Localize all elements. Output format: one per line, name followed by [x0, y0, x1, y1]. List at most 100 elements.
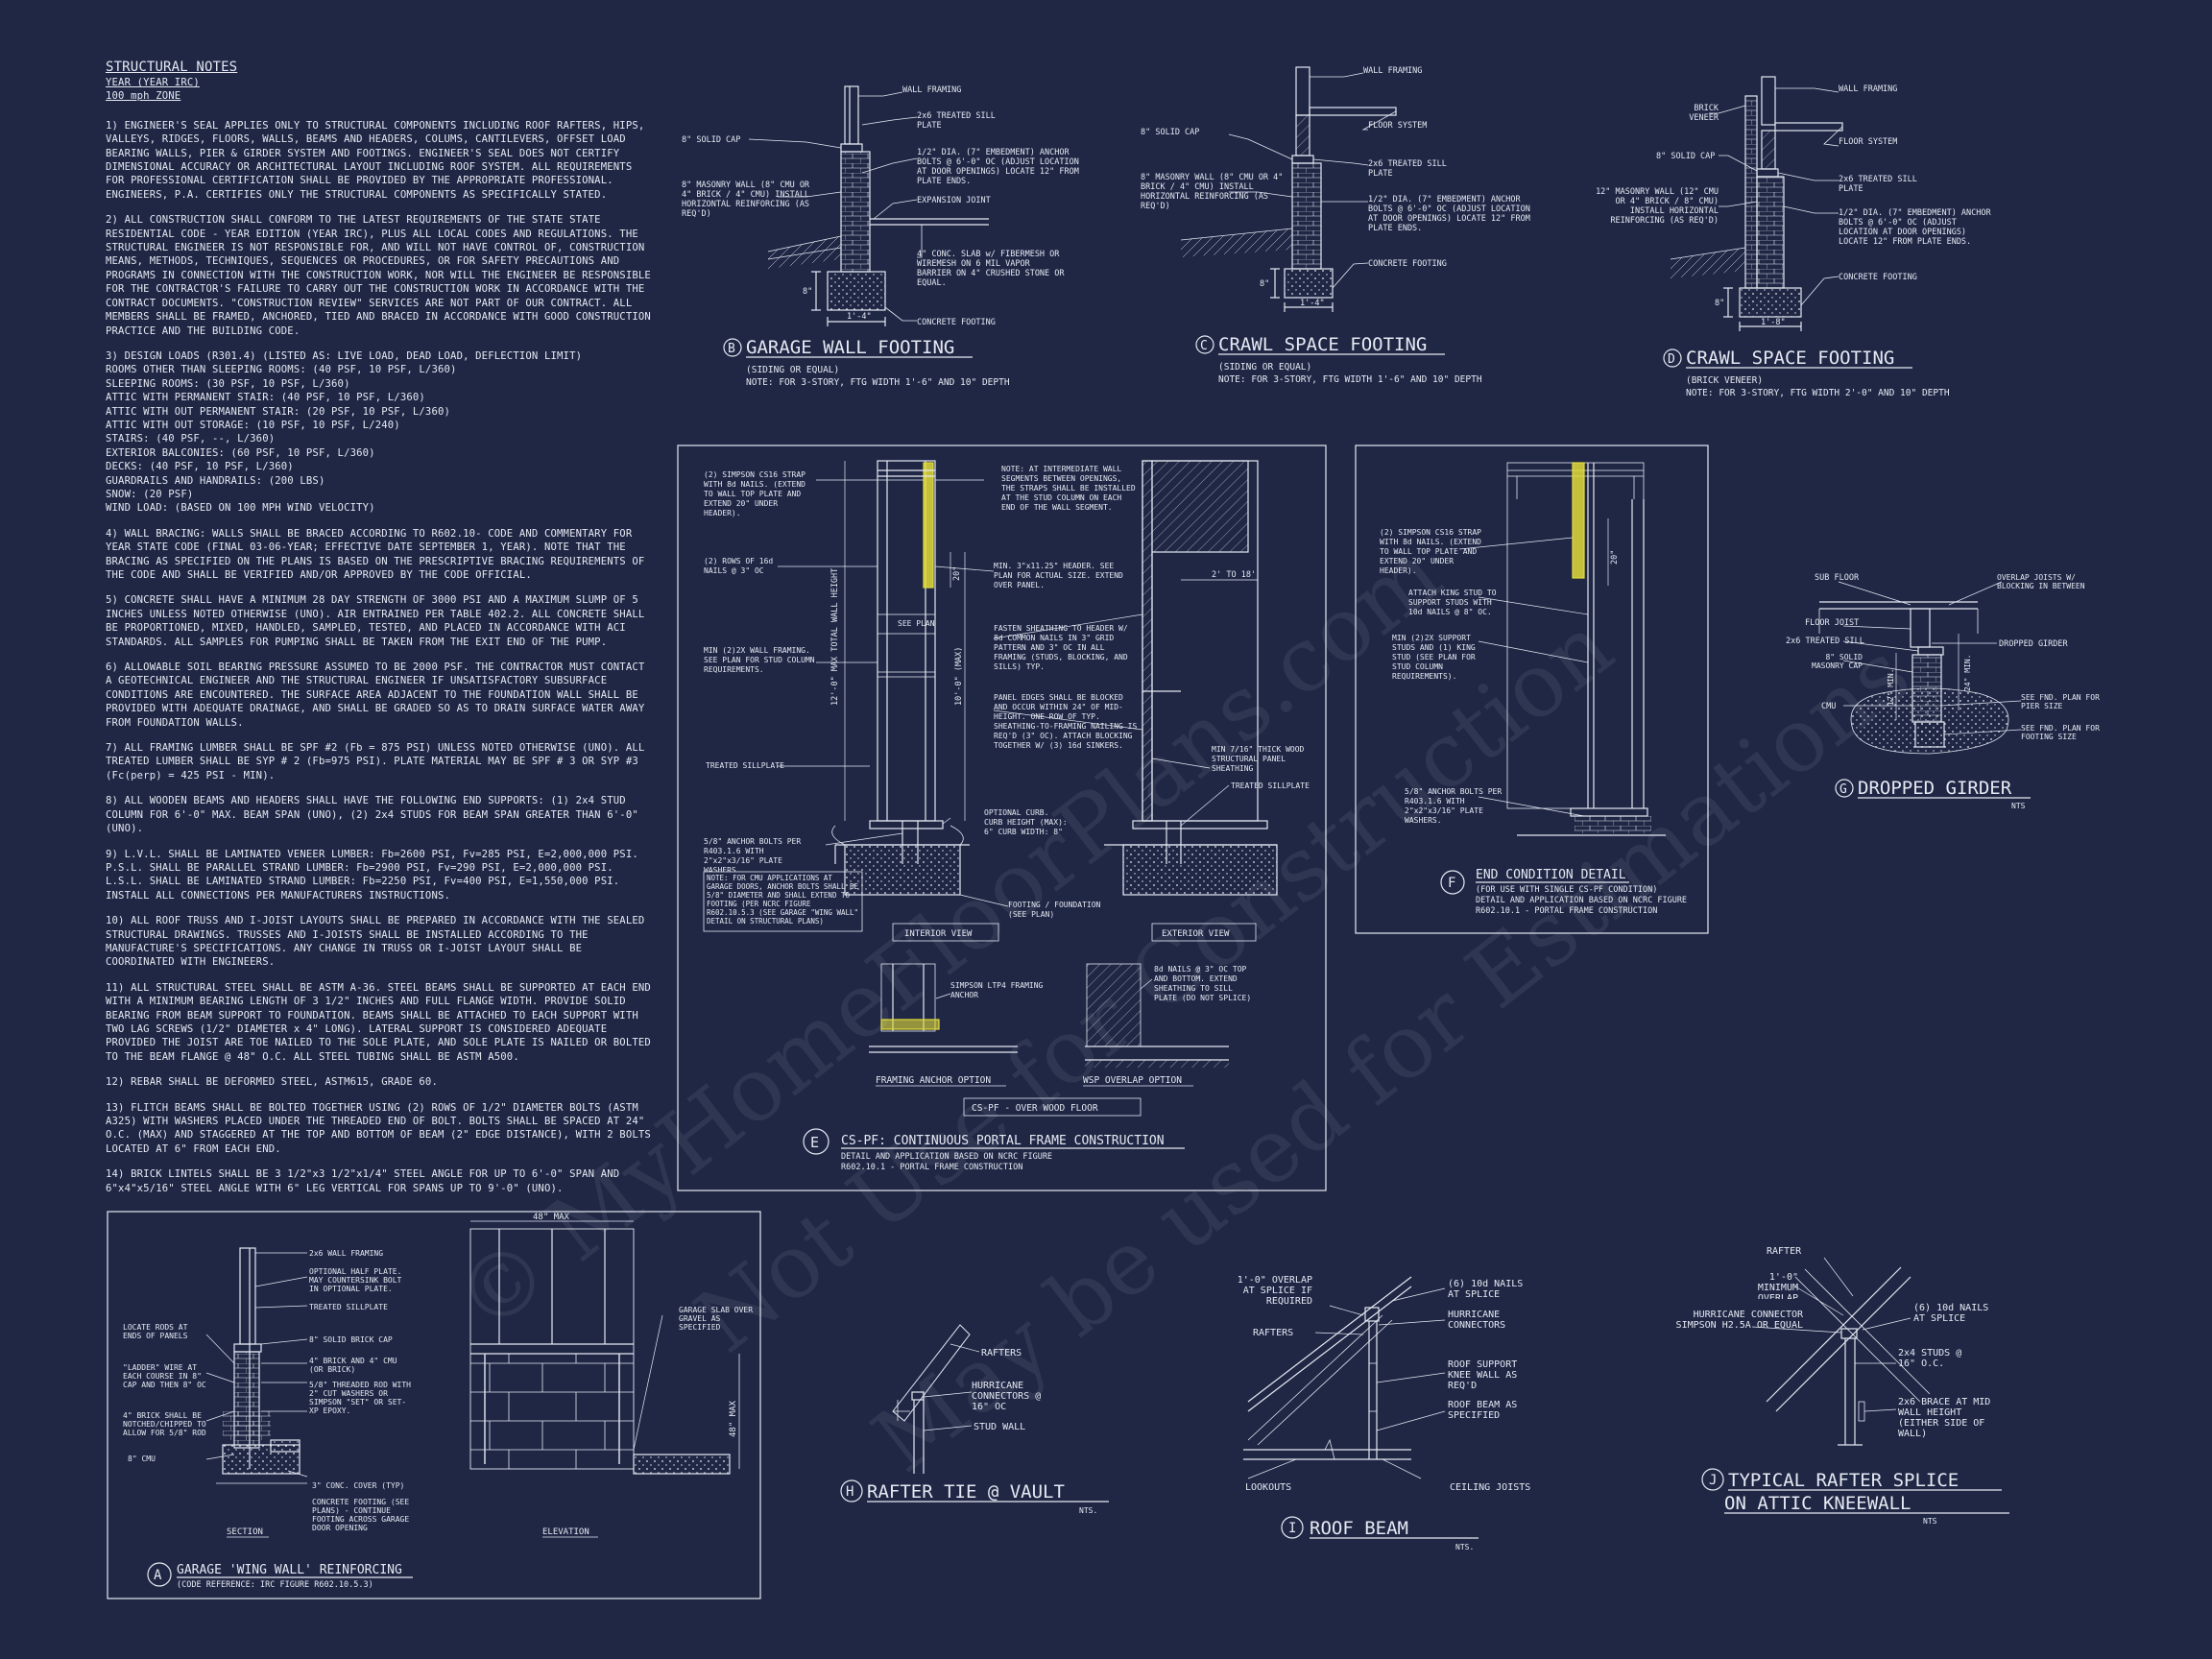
c-solid-cap: 8" SOLID CAP	[1141, 128, 1199, 137]
c-dim-w: 1'-4"	[1300, 299, 1325, 308]
a-cmu: 8" CMU	[128, 1455, 156, 1463]
e-strap-label: (2) SIMPSON CS16 STRAP WITH 8d NAILS. (E…	[704, 470, 805, 517]
j-letter: J	[1709, 1473, 1717, 1488]
a-max48v: 48" MAX	[729, 1400, 738, 1437]
g-joist: FLOOR JOIST	[1805, 618, 1859, 628]
g-cap-label: 8" SOLID MASONRY CAP	[1812, 653, 1863, 670]
a-title: GARAGE 'WING WALL' REINFORCING	[177, 1563, 402, 1577]
j-title1: TYPICAL RAFTER SPLICE	[1728, 1470, 1959, 1491]
b-sub1: (SIDING OR EQUAL)	[746, 365, 839, 375]
j-overlap-label: 1'-0" MINIMUM OVERLAP	[1757, 1272, 1798, 1299]
e-height-label: 12'-0" MAX TOTAL WALL HEIGHT	[830, 568, 840, 706]
f-min2-label: MIN (2)2X SUPPORT STUDS AND (1) KING STU…	[1392, 634, 1476, 681]
i-title: ROOF BEAM	[1310, 1518, 1408, 1539]
g-cmu: CMU	[1821, 702, 1836, 711]
g-overlap-label: OVERLAP JOISTS W/ BLOCKING IN BETWEEN	[1997, 573, 2085, 590]
g-d12: 12" MIN.	[1887, 668, 1895, 706]
b-anchor-label: 1/2" DIA. (7" EMBEDMENT) ANCHOR BOLTS @ …	[917, 148, 1079, 186]
d-anchor-label: 1/2" DIA. (7" EMBEDMENT) ANCHOR BOLTS @ …	[1839, 208, 1991, 247]
d-solid-cap: 8" SOLID CAP	[1656, 152, 1715, 161]
e-curb-label: OPTIONAL CURB. CURB HEIGHT (MAX): 6" CUR…	[984, 808, 1068, 836]
a-footing-label: CONCRETE FOOTING (SEE PLANS) - CONTINUE …	[312, 1498, 410, 1532]
e-max10: 10'-0" (MAX)	[954, 647, 964, 706]
e-anchors-label: 5/8" ANCHOR BOLTS PER R403.1.6 WITH 2"x2…	[704, 837, 802, 872]
f-sub2: DETAIL AND APPLICATION BASED ON NCRC FIG…	[1476, 896, 1687, 905]
note-item: 9) L.V.L. SHALL BE LAMINATED VENEER LUMB…	[106, 848, 638, 902]
detail-c-crawl-space-footing: WALL FRAMING FLOOR SYSTEM 8" SOLID CAP 2…	[1141, 66, 1530, 385]
h-rafters: RAFTERS	[981, 1348, 1022, 1358]
i-overlap-label: 1'-0" OVERLAP AT SPLICE IF REQUIRED	[1237, 1275, 1312, 1307]
f-title: END CONDITION DETAIL	[1476, 868, 1626, 882]
f-sub3: R602.10.1 - PORTAL FRAME CONSTRUCTION	[1476, 906, 1657, 916]
a-elevation: ELEVATION	[542, 1527, 589, 1537]
detail-a-wing-wall: 48" MAX 48" MAX 2x6 WALL FRAMING OPTIONA…	[107, 1211, 761, 1599]
a-sub1: (CODE REFERENCE: IRC FIGURE R602.10.5.3)	[177, 1580, 373, 1590]
a-notch-label: 4" BRICK SHALL BE NOTCHED/CHIPPED TO ALL…	[123, 1411, 206, 1437]
b-dim-h: 8"	[803, 287, 812, 297]
b-masonry-label: 8" MASONRY WALL (8" CMU OR 4" BRICK / 4"…	[682, 180, 810, 219]
note-item: 11) ALL STRUCTURAL STEEL SHALL BE ASTM A…	[106, 981, 651, 1063]
i-letter: I	[1288, 1521, 1296, 1536]
detail-j-rafter-splice: RAFTER 1'-0" MINIMUM OVERLAP HURRICANE C…	[1676, 1246, 2009, 1526]
d-brick-label: BRICK VENEER	[1689, 104, 1719, 123]
j-scale: NTS	[1923, 1517, 1937, 1526]
c-masonry-label: 8" MASONRY WALL (8" CMU OR 4" BRICK / 4"…	[1141, 173, 1284, 211]
note-item: 5) CONCRETE SHALL HAVE A MINIMUM 28 DAY …	[106, 594, 645, 648]
g-title: DROPPED GIRDER	[1858, 778, 2012, 799]
note-item: 4) WALL BRACING: WALLS SHALL BE BRACED A…	[106, 527, 645, 581]
i-knee-label: ROOF SUPPORT KNEE WALL AS REQ'D	[1448, 1359, 1518, 1391]
e-wsp-option-label: 8d NAILS @ 3" OC TOP AND BOTTOM. EXTEND …	[1154, 965, 1252, 1002]
g-scale: NTS	[2011, 802, 2026, 810]
a-ladder-label: "LADDER" WIRE AT EACH COURSE IN 8" CAP A…	[123, 1363, 206, 1389]
notes-title: STRUCTURAL NOTES	[106, 60, 238, 75]
e-sub1: DETAIL AND APPLICATION BASED ON NCRC FIG…	[841, 1152, 1052, 1162]
g-subfloor: SUB FLOOR	[1815, 573, 1860, 583]
e-sheathing-label: MIN 7/16" THICK WOOD STRUCTURAL PANEL SH…	[1212, 745, 1305, 773]
detail-b-garage-wall-footing: WALL FRAMING 2x6 TREATED SILL PLATE 8" S…	[682, 85, 1079, 388]
c-sill-label: 2x6 TREATED SILL PLATE	[1368, 159, 1447, 179]
note-item: 10) ALL ROOF TRUSS AND I-JOIST LAYOUTS S…	[106, 915, 645, 969]
g-pier-label: SEE FND. PLAN FOR PIER SIZE	[2021, 693, 2100, 710]
j-rafter: RAFTER	[1767, 1246, 1802, 1257]
a-slab-label: GARAGE SLAB OVER GRAVEL AS SPECIFIED	[679, 1306, 754, 1332]
i-beam-label: ROOF BEAM AS SPECIFIED	[1448, 1400, 1518, 1421]
b-solid-cap: 8" SOLID CAP	[682, 135, 740, 145]
d-sub2: NOTE: FOR 3-STORY, FTG WIDTH 2'-0" AND 1…	[1686, 388, 1950, 398]
g-d24: 24" MIN.	[1963, 654, 1972, 691]
e-cmu-note: NOTE: FOR CMU APPLICATIONS AT GARAGE DOO…	[707, 874, 859, 926]
e-interior-view: INTERIOR VIEW	[904, 929, 973, 939]
f-strap-label: (2) SIMPSON CS16 STRAP WITH 8d NAILS. (E…	[1380, 528, 1481, 575]
b-title: GARAGE WALL FOOTING	[746, 337, 954, 358]
j-nails-label: (6) 10d NAILS AT SPLICE	[1913, 1303, 1989, 1324]
e-rows-label: (2) ROWS OF 16d NAILS @ 3" OC	[704, 557, 774, 575]
e-studs-label: MIN (2)2X WALL FRAMING. SEE PLAN FOR STU…	[704, 646, 815, 674]
e-sub2: R602.10.1 - PORTAL FRAME CONSTRUCTION	[841, 1163, 1022, 1172]
e-strap-highlight	[923, 462, 934, 589]
i-scale: NTS.	[1455, 1543, 1474, 1551]
a-treated: TREATED SILLPLATE	[309, 1303, 388, 1311]
c-title: CRAWL SPACE FOOTING	[1218, 334, 1427, 355]
notes-code-line: YEAR (YEAR IRC)	[106, 77, 200, 88]
b-expansion: EXPANSION JOINT	[917, 196, 991, 205]
e-footing-label: FOOTING / FOUNDATION (SEE PLAN)	[1008, 901, 1101, 919]
a-locate-label: LOCATE RODS AT ENDS OF PANELS	[123, 1323, 188, 1340]
d-footing: CONCRETE FOOTING	[1839, 273, 1917, 282]
h-title: RAFTER TIE @ VAULT	[867, 1481, 1065, 1503]
note-item: 13) FLITCH BEAMS SHALL BE BOLTED TOGETHE…	[106, 1101, 651, 1155]
detail-f-end-condition: 20" (2) SIMPSON CS16 STRAP WITH 8d NAILS…	[1355, 445, 1709, 934]
a-cover: 3" CONC. COVER (TYP)	[312, 1481, 404, 1490]
e-fasten-label: FASTEN SHEATHING TO HEADER W/ 8d COMMON …	[994, 624, 1128, 671]
d-title: CRAWL SPACE FOOTING	[1686, 348, 1894, 369]
i-lookouts: LOOKOUTS	[1245, 1482, 1291, 1493]
b-sub2: NOTE: FOR 3-STORY, FTG WIDTH 1'-6" AND 1…	[746, 377, 1010, 388]
c-footing: CONCRETE FOOTING	[1368, 259, 1447, 269]
d-dim-w: 1'-8"	[1761, 318, 1786, 327]
i-hurricane-label: HURRICANE CONNECTORS	[1448, 1310, 1506, 1331]
note-item: 6) ALLOWABLE SOIL BEARING PRESSURE ASSUM…	[106, 661, 645, 729]
g-dropped: DROPPED GIRDER	[1999, 639, 2069, 649]
b-sill-label: 2x6 TREATED SILL PLATE	[917, 111, 996, 131]
f-anchors-label: 5/8" ANCHOR BOLTS PER R403.1.6 WITH 2"x2…	[1405, 787, 1503, 825]
b-dim-w: 1'-4"	[847, 312, 872, 322]
b-slab-label: 4" CONC. SLAB w/ FIBERMESH OR WIREMESH O…	[917, 250, 1065, 288]
